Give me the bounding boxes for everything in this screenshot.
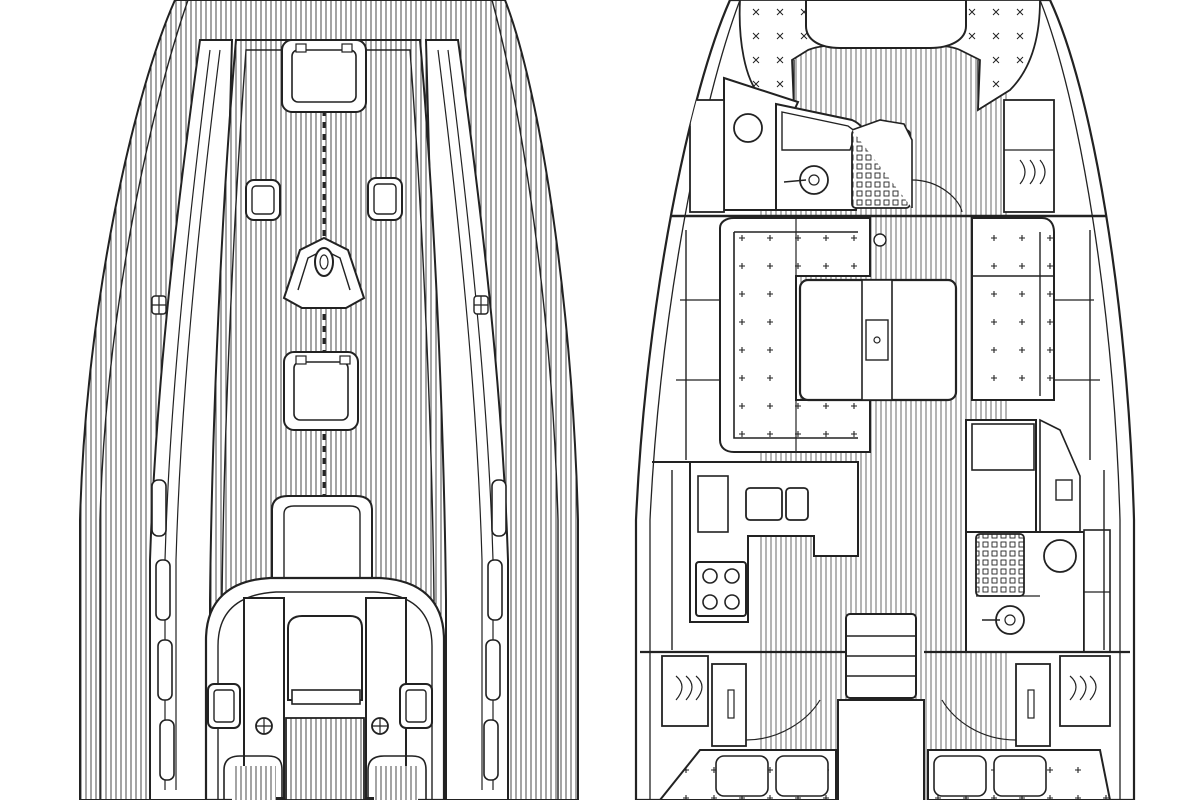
starboard-winch-icon [371,717,389,735]
starboard-portlight [367,177,403,221]
saloon-port-settee [719,217,887,453]
port-cleat-icon [151,295,167,315]
starboard-cleat-icon [473,295,489,315]
saloon-table [798,278,958,402]
aft-heads [965,529,1111,653]
port-portlight [245,179,281,221]
navigation-station [965,418,1081,533]
saloon-starboard-settee [971,217,1055,401]
aft-starboard-cabin [924,650,1130,800]
forward-hatch [281,39,367,113]
forward-v-berth [738,0,1041,112]
midship-hatch [283,351,359,431]
starboard-locker-hatch [399,683,433,729]
forward-starboard-lockers [1003,99,1055,213]
interior-layout-plan [634,0,1136,800]
galley [652,461,859,623]
cockpit [204,576,446,800]
companionway-steps [837,613,925,800]
aft-port-cabin [640,650,846,800]
port-winch-icon [255,717,273,735]
forward-heads [723,76,963,213]
forward-port-locker [689,99,725,213]
deck-plan [79,0,579,800]
mast-step [282,236,366,309]
port-locker-hatch [207,683,241,729]
companionway-sliding-hatch [271,495,373,581]
